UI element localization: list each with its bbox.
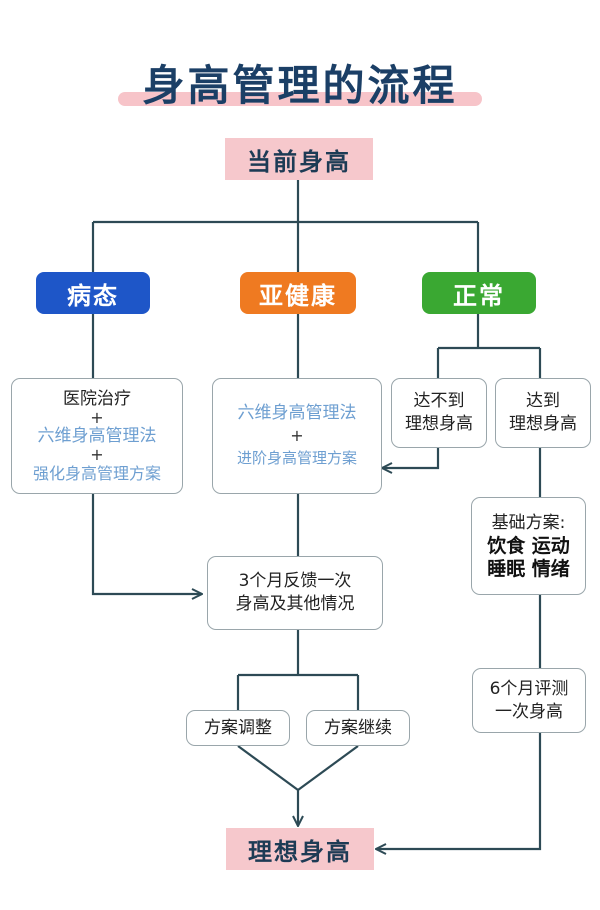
node-current-height: 当前身高	[225, 138, 373, 180]
feedback-line2: 身高及其他情况	[235, 594, 355, 614]
six-month-line2: 一次身高	[495, 701, 563, 722]
six-month-line1: 6个月评测	[489, 678, 569, 699]
node-pathology: 病态	[36, 272, 150, 314]
basic-plan-line3: 睡眠 情绪	[487, 557, 570, 580]
edge-hospital-to-feedback	[91, 494, 202, 594]
node-normal: 正常	[422, 272, 536, 314]
not-reached-line1: 达不到	[413, 391, 465, 411]
basic-plan-line1: 基础方案:	[491, 512, 566, 533]
node-subhealth: 亚健康	[240, 272, 356, 314]
sixdim-plus: +	[290, 426, 304, 445]
node-not-reached: 达不到 理想身高	[391, 378, 487, 448]
node-feedback: 3个月反馈一次 身高及其他情况	[207, 556, 383, 630]
basic-plan-line2: 饮食 运动	[487, 534, 570, 557]
node-plan-adjust: 方案调整	[186, 710, 290, 746]
node-hospital: 医院治疗 + 六维身高管理法 + 强化身高管理方案	[11, 378, 183, 494]
not-reached-line2: 理想身高	[405, 414, 473, 434]
hospital-line2: 六维身高管理法	[37, 425, 157, 446]
hospital-line1: 医院治疗	[63, 388, 131, 409]
node-plan-continue: 方案继续	[306, 710, 410, 746]
node-sixdim: 六维身高管理法 + 进阶身高管理方案	[212, 378, 382, 494]
reached-line2: 理想身高	[509, 414, 577, 434]
feedback-line1: 3个月反馈一次	[238, 571, 352, 591]
edge-sixmonth-to-ideal	[376, 733, 542, 849]
node-ideal-height: 理想身高	[226, 828, 374, 870]
node-basic-plan: 基础方案: 饮食 运动 睡眠 情绪	[471, 497, 586, 595]
hospital-line3: 强化身高管理方案	[32, 463, 161, 483]
edge-continue-merge	[297, 745, 359, 791]
hospital-plus2: +	[90, 444, 104, 464]
title-area: 身高管理的流程	[110, 52, 490, 112]
page-title: 身高管理的流程	[142, 61, 458, 110]
node-reached: 达到 理想身高	[495, 378, 591, 448]
hospital-plus1: +	[90, 407, 104, 427]
edge-not-reached-to-sixdim	[382, 448, 440, 468]
edge-adjust-merge	[237, 745, 299, 791]
sixdim-line2: 进阶身高管理方案	[236, 449, 357, 467]
title-underline	[118, 92, 482, 106]
reached-line1: 达到	[526, 391, 560, 411]
node-six-month: 6个月评测 一次身高	[472, 668, 586, 733]
sixdim-line1: 六维身高管理法	[237, 403, 357, 423]
